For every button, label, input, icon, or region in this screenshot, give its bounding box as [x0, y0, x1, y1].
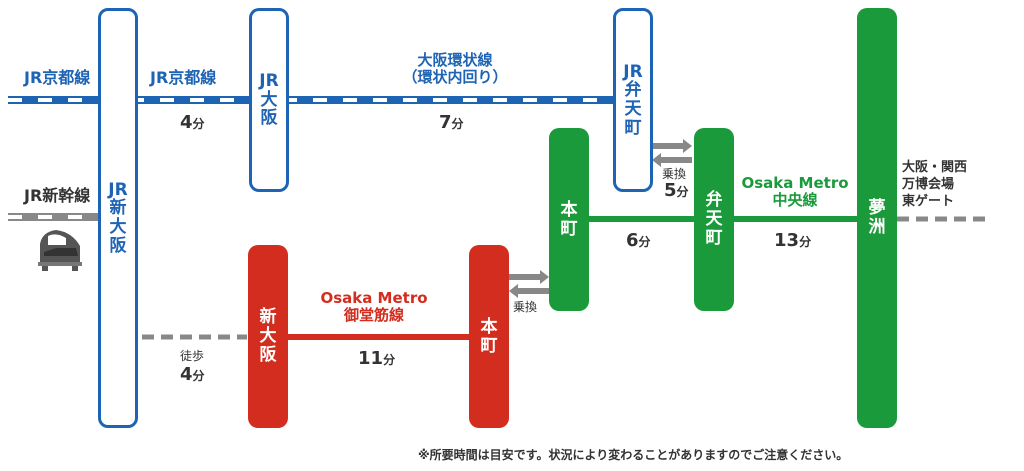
transfer-arrows-icon [652, 139, 692, 167]
station-name-char: 新 [109, 198, 127, 219]
station-name-char: 阪 [109, 235, 127, 256]
station-name-char: 大 [109, 217, 127, 237]
station-name-char: 大 [259, 326, 277, 347]
transfer-label-hommachi: 乗換 [513, 300, 538, 314]
station-name-char: 洲 [868, 217, 886, 237]
station-name-char: JR [259, 70, 279, 91]
travel-time-bentencho-yumeshima: 13分 [774, 230, 811, 251]
expo-destination-line: 東ゲート [902, 193, 955, 209]
travel-time-value: 11 [358, 348, 384, 369]
station-name-char: 天 [624, 99, 642, 119]
jr-kyoto-line [8, 96, 255, 104]
chuo-line-segment-2 [732, 216, 858, 222]
travel-time-value: 13 [774, 230, 800, 251]
station-name-char: 大 [260, 89, 278, 110]
travel-time-shin-osaka-osaka: 4分 [180, 112, 205, 133]
station-name-char: JR [623, 61, 643, 82]
midosuji-line [287, 334, 470, 340]
transfer-time-value: 5 [664, 180, 677, 201]
transfer-time-bentencho: 5分 [664, 180, 689, 201]
station-name-char: 阪 [259, 344, 277, 365]
travel-time-midosuji: 11分 [358, 348, 395, 369]
station-metro-hommachi-chuo[interactable]: 本 町 [549, 128, 589, 311]
station-metro-hommachi-midosuji[interactable]: 本 町 [469, 245, 509, 428]
travel-time-hommachi-bentencho: 6分 [626, 230, 651, 251]
station-name-char: 本 [560, 199, 578, 220]
station-metro-bentencho[interactable]: 弁 天 町 [694, 128, 734, 311]
travel-time-unit: 分 [192, 369, 205, 383]
walk-label: 徒歩 [180, 349, 205, 363]
travel-time-value: 6 [626, 230, 639, 251]
station-jr-bentencho[interactable]: JR 弁 天 町 [613, 8, 653, 192]
line-label-chuo-operator: Osaka Metro [741, 174, 849, 192]
station-name-char: 新 [259, 307, 277, 328]
line-label-jr-shinkansen: JR新幹線 [24, 186, 91, 205]
expo-destination-line: 万博会場 [902, 176, 955, 192]
line-label-jr-kyoto: JR京都線 [150, 68, 217, 87]
transfer-time-unit: 分 [676, 185, 689, 199]
station-jr-osaka[interactable]: JR 大 阪 [249, 8, 289, 192]
station-name-char: 町 [560, 218, 578, 239]
line-label-chuo: Osaka Metro 中央線 [730, 174, 860, 210]
travel-time-unit: 分 [799, 235, 812, 249]
travel-time-value: 7 [439, 112, 452, 133]
travel-time-value: 4 [180, 112, 193, 133]
station-name-char: 天 [705, 209, 723, 230]
line-label-jr-kyoto: JR京都線 [24, 68, 91, 87]
footer-note: ※所要時間は目安です。状況により変わることがありますのでご注意ください。 [418, 448, 849, 462]
station-name-char: 弁 [705, 190, 723, 211]
line-label-midosuji-name: 御堂筋線 [343, 306, 404, 325]
line-label-osaka-loop: 大阪環状線 （環状内回り） [390, 51, 520, 87]
station-name-char: JR [108, 179, 128, 200]
line-label-chuo-name: 中央線 [772, 191, 818, 210]
station-name-char: 町 [705, 227, 723, 248]
travel-time-walk: 4分 [180, 364, 205, 385]
travel-time-osaka-bentencho: 7分 [439, 112, 464, 133]
travel-time-unit: 分 [383, 353, 396, 367]
line-label-osaka-loop-name: 大阪環状線 [417, 51, 493, 69]
expo-destination-label: 大阪・関西 万博会場 東ゲート [902, 160, 967, 211]
line-label-osaka-loop-direction: （環状内回り） [402, 68, 508, 87]
station-name-char: 弁 [624, 80, 642, 101]
line-label-midosuji-operator: Osaka Metro [320, 289, 428, 307]
station-name-char: 阪 [260, 108, 278, 129]
travel-time-unit: 分 [192, 117, 205, 131]
jr-shinkansen-line [8, 213, 100, 221]
travel-time-unit: 分 [638, 235, 651, 249]
station-metro-shin-osaka[interactable]: 新 大 阪 [248, 245, 288, 428]
station-name-char: 町 [480, 335, 498, 356]
station-metro-yumeshima[interactable]: 夢 洲 [857, 8, 897, 428]
travel-time-value: 4 [180, 364, 193, 385]
travel-time-unit: 分 [451, 117, 464, 131]
shinkansen-train-icon [38, 230, 82, 271]
line-label-midosuji: Osaka Metro 御堂筋線 [306, 289, 442, 325]
station-name-char: 夢 [868, 198, 886, 219]
chuo-line-segment-1 [588, 216, 696, 222]
station-jr-shin-osaka[interactable]: JR 新 大 阪 [98, 8, 138, 428]
transfer-arrows-icon [509, 270, 549, 298]
station-name-char: 町 [624, 117, 642, 138]
osaka-loop-line [283, 96, 618, 104]
station-name-char: 本 [480, 316, 498, 337]
transfer-label-bentencho: 乗換 [662, 167, 687, 181]
expo-destination-line: 大阪・関西 [902, 160, 968, 175]
